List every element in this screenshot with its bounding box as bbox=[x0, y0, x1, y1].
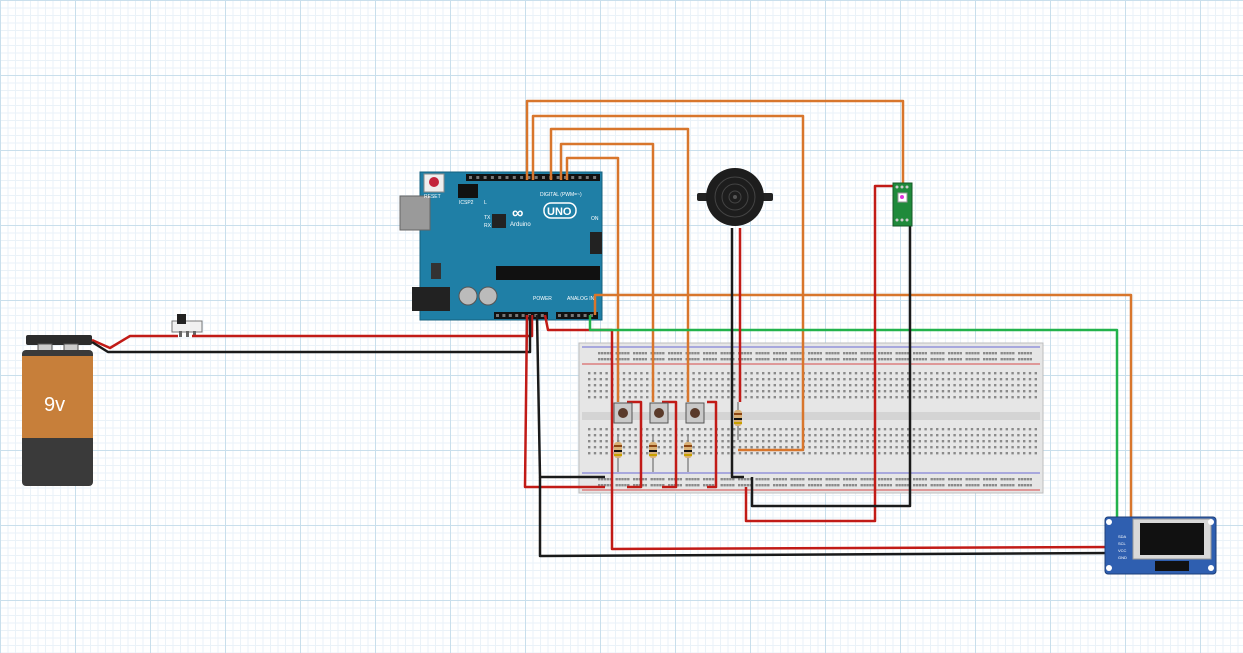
buzzer-orange-wire bbox=[531, 114, 805, 452]
gnd-oled-black-wire bbox=[538, 477, 1116, 558]
reset-label: RESET bbox=[424, 194, 441, 200]
uno-logo-text: UNO bbox=[547, 206, 572, 218]
resistor-4 bbox=[734, 402, 742, 440]
tx-label: TX bbox=[484, 215, 491, 221]
rgb-led-module bbox=[892, 182, 913, 227]
battery-label: 9v bbox=[44, 394, 65, 416]
buzzer-black-wire bbox=[730, 228, 744, 479]
push-button-3[interactable] bbox=[685, 402, 705, 424]
battery-9v: 9v bbox=[22, 335, 93, 486]
power-label: POWER bbox=[533, 296, 552, 302]
oled-pin-gnd: GND bbox=[1118, 555, 1127, 560]
breadboard bbox=[578, 342, 1044, 494]
icsp2-label: ICSP2 bbox=[459, 200, 474, 206]
icsp1-header bbox=[590, 232, 602, 254]
oled-pin-sda: SDA bbox=[1118, 534, 1127, 539]
led-data-orange-wire bbox=[525, 99, 905, 190]
led-black-wire bbox=[750, 224, 912, 508]
analog-label: ANALOG IN bbox=[567, 296, 595, 302]
sda-green-wire bbox=[588, 315, 1119, 541]
capacitor-1 bbox=[458, 286, 478, 306]
atmega-chip bbox=[496, 266, 600, 280]
battery-black-wire bbox=[91, 315, 532, 354]
button3-orange-wire bbox=[549, 127, 690, 402]
power-header bbox=[494, 312, 548, 319]
push-button-1[interactable] bbox=[613, 402, 633, 424]
digital-label: DIGITAL (PWM=~) bbox=[540, 192, 582, 198]
slide-switch[interactable] bbox=[171, 314, 203, 337]
button1-red-wire bbox=[627, 400, 643, 489]
button2-red-wire bbox=[662, 400, 678, 489]
dc-jack bbox=[412, 287, 450, 311]
infinity-logo: ∞ bbox=[512, 205, 523, 222]
led-red-wire bbox=[744, 184, 897, 523]
rx-label: RX bbox=[484, 223, 492, 229]
resistor-2 bbox=[649, 435, 657, 472]
oled-pin-vcc: VCC bbox=[1118, 548, 1127, 553]
oled-pin-scl: SCL bbox=[1118, 541, 1127, 546]
arduino-brand: Arduino bbox=[510, 222, 531, 228]
switch-to-vin-wire bbox=[192, 315, 534, 338]
button2-orange-wire bbox=[559, 142, 655, 402]
5v-red-wire bbox=[523, 314, 605, 489]
oled-display-module: SDA SCL VCC GND bbox=[1104, 516, 1217, 575]
analog-header bbox=[556, 312, 598, 319]
battery-red-wire bbox=[91, 334, 178, 350]
capacitor-2 bbox=[478, 286, 498, 306]
button3-red-wire bbox=[707, 400, 718, 489]
l-label: L bbox=[484, 200, 487, 206]
arduino-uno: RESET ICSP2 DIGITAL (PWM=~) ∞ UNO Arduin… bbox=[399, 171, 603, 321]
piezo-buzzer bbox=[697, 168, 773, 226]
on-label: ON bbox=[591, 216, 599, 222]
push-button-2[interactable] bbox=[649, 402, 669, 424]
usb-port bbox=[399, 195, 431, 231]
resistor-3 bbox=[684, 435, 692, 472]
button1-orange-wire bbox=[565, 156, 620, 402]
icsp2-header bbox=[458, 184, 478, 198]
resistor-1 bbox=[614, 435, 622, 472]
